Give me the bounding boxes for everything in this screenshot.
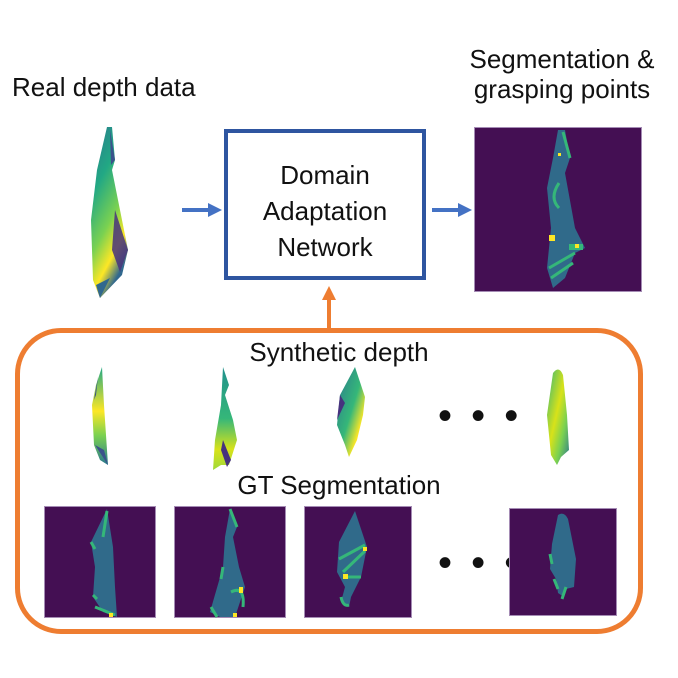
real-depth-label: Real depth data <box>12 72 196 102</box>
gt-segmentation-cloth-2 <box>209 508 245 618</box>
network-label-line1: Domain <box>280 160 370 190</box>
synthetic-depth-image-1 <box>92 367 108 465</box>
real-depth-image <box>91 127 128 298</box>
gt-segmentation-ellipsis: • • • <box>438 541 523 585</box>
arrow-network-to-segmentation <box>432 203 472 217</box>
synthetic-depth-ellipsis: • • • <box>438 394 523 438</box>
gt-segmentation-cloth-4 <box>548 513 576 600</box>
network-label-line2: Adaptation <box>262 196 388 226</box>
gt-segmentation-cloth-3 <box>337 511 367 607</box>
gt-segmentation-image-2 <box>174 506 286 618</box>
network-label: Domain Adaptation Network <box>228 157 422 265</box>
gt-segmentation-image-4 <box>509 508 617 616</box>
arrow-real-to-network <box>182 203 222 217</box>
segmentation-label-line1: Segmentation & <box>469 44 655 74</box>
gt-segmentation-label: GT Segmentation <box>237 470 441 500</box>
segmentation-output-image <box>474 127 642 292</box>
domain-adaptation-network-box: Domain Adaptation Network <box>224 129 426 280</box>
synthetic-data-container <box>15 328 643 634</box>
gt-segmentation-image-3 <box>304 506 412 618</box>
segmentation-label: Segmentation & grasping points <box>452 44 672 104</box>
synthetic-depth-image-3 <box>337 367 365 457</box>
arrow-synthetic-to-network <box>322 286 336 330</box>
synthetic-depth-label: Synthetic depth <box>249 337 429 367</box>
segmentation-output-cloth <box>547 130 585 288</box>
network-label-line3: Network <box>277 232 373 262</box>
synthetic-depth-image-2 <box>213 367 237 470</box>
synthetic-depth-image-4 <box>547 369 569 465</box>
gt-segmentation-cloth-1 <box>89 509 117 617</box>
segmentation-label-line2: grasping points <box>473 74 651 104</box>
gt-segmentation-image-1 <box>44 506 156 618</box>
